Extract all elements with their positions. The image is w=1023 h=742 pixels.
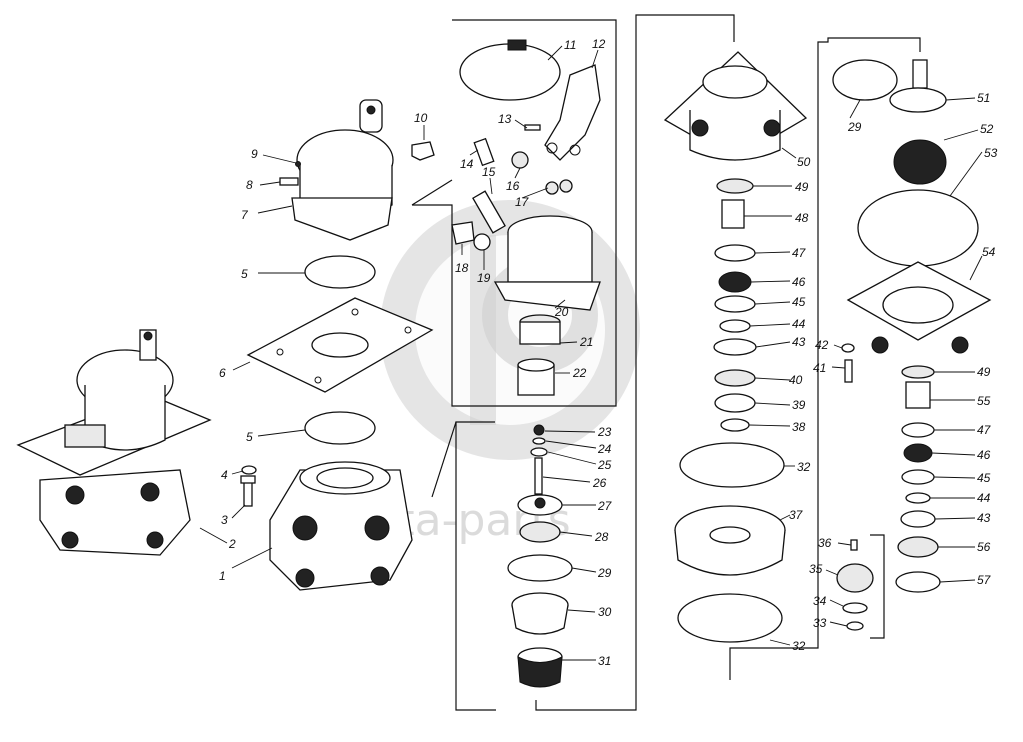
- assembly-frames: [411, 14, 921, 711]
- label-49: 49: [795, 180, 809, 194]
- label-21: 21: [579, 335, 593, 349]
- label-52: 52: [980, 122, 994, 136]
- label-37: 37: [789, 508, 804, 522]
- label-19: 19: [477, 271, 491, 285]
- label-4: 4: [221, 468, 228, 482]
- label-22: 22: [572, 366, 587, 380]
- label-2: 2: [228, 537, 236, 551]
- label-43: 43: [792, 335, 806, 349]
- label-17: 17: [515, 195, 530, 209]
- label-27: 27: [597, 499, 613, 513]
- label-54: 54: [982, 245, 996, 259]
- label-3: 3: [221, 513, 228, 527]
- label-5-lower: 5: [246, 430, 253, 444]
- part-8: [279, 177, 299, 186]
- label-44-right: 44: [977, 491, 991, 505]
- label-56: 56: [977, 540, 991, 554]
- label-15: 15: [482, 165, 496, 179]
- part-number-labels: 1 2 3 4 5 5 6 7 8 9 10 11 12 13 14 15 16…: [219, 37, 998, 668]
- label-7: 7: [241, 208, 249, 222]
- label-23: 23: [597, 425, 612, 439]
- label-8: 8: [246, 178, 253, 192]
- label-44: 44: [792, 317, 806, 331]
- label-42: 42: [815, 338, 829, 352]
- label-45-right: 45: [977, 471, 991, 485]
- parts-11-22: [451, 39, 601, 396]
- part-9: [295, 161, 301, 167]
- part-10: [411, 141, 435, 161]
- label-9: 9: [251, 147, 258, 161]
- o-ring-5-upper: [304, 255, 376, 289]
- label-5-upper: 5: [241, 267, 248, 281]
- o-ring-5-lower: [304, 411, 376, 445]
- label-57: 57: [977, 573, 992, 587]
- label-29-right: 29: [847, 120, 862, 134]
- parts-37-50: [663, 51, 808, 643]
- parts-23-31: [507, 424, 573, 688]
- label-43-right: 43: [977, 511, 991, 525]
- parts-51-57: [832, 59, 992, 593]
- label-47-right: 47: [977, 423, 992, 437]
- label-25: 25: [597, 458, 612, 472]
- label-53: 53: [984, 146, 998, 160]
- assembled-valve-2: [16, 329, 212, 556]
- label-16: 16: [506, 179, 520, 193]
- valve-body-1: [269, 461, 413, 591]
- label-26: 26: [592, 476, 607, 490]
- label-51: 51: [977, 91, 990, 105]
- cover-7: [291, 99, 394, 241]
- label-13: 13: [498, 112, 512, 126]
- label-32-upper: 32: [797, 460, 811, 474]
- label-30: 30: [598, 605, 612, 619]
- parts-33-36-41-42: [836, 343, 874, 631]
- label-29: 29: [597, 566, 612, 580]
- label-1: 1: [219, 569, 226, 583]
- bolt-3: [240, 475, 256, 507]
- label-31: 31: [598, 654, 611, 668]
- label-55: 55: [977, 394, 991, 408]
- label-41: 41: [813, 361, 826, 375]
- label-28: 28: [594, 530, 609, 544]
- label-12: 12: [592, 37, 606, 51]
- label-46-right: 46: [977, 448, 991, 462]
- label-10: 10: [414, 111, 428, 125]
- label-24: 24: [597, 442, 612, 456]
- label-20: 20: [554, 305, 569, 319]
- label-45: 45: [792, 295, 806, 309]
- label-36: 36: [818, 536, 832, 550]
- label-35: 35: [809, 562, 823, 576]
- label-47: 47: [792, 246, 807, 260]
- label-11: 11: [564, 38, 576, 52]
- label-46: 46: [792, 275, 806, 289]
- label-6: 6: [219, 366, 226, 380]
- label-49-right: 49: [977, 365, 991, 379]
- label-50: 50: [797, 155, 811, 169]
- leader-lines: [199, 45, 983, 661]
- washer-4: [241, 465, 257, 475]
- label-40: 40: [789, 373, 803, 387]
- label-34: 34: [813, 594, 827, 608]
- label-18: 18: [455, 261, 469, 275]
- label-14: 14: [460, 157, 474, 171]
- label-32-lower: 32: [792, 639, 806, 653]
- plate-6: [246, 297, 434, 393]
- label-38: 38: [792, 420, 806, 434]
- label-48: 48: [795, 211, 809, 225]
- label-39: 39: [792, 398, 806, 412]
- label-33: 33: [813, 616, 827, 630]
